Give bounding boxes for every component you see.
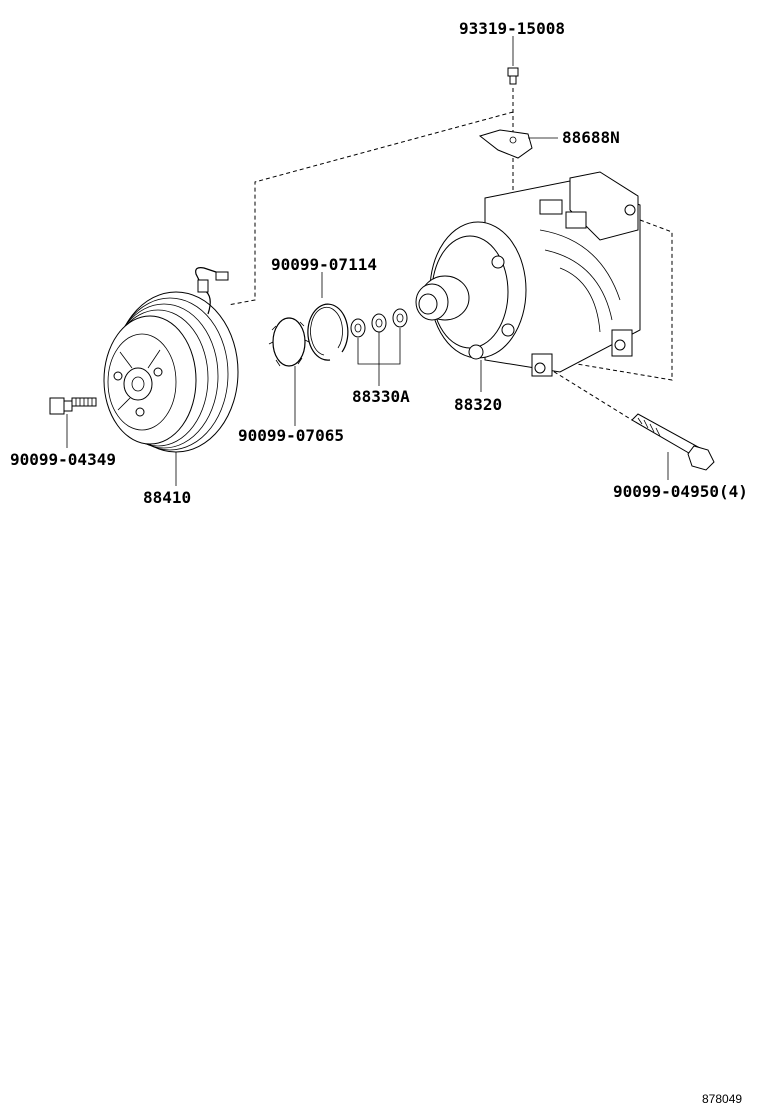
snap-ring-outer-icon — [307, 303, 349, 361]
label-compressor: 88320 — [454, 395, 502, 414]
diagram-code: 878049 — [702, 1092, 742, 1106]
snap-ring-inner-icon — [268, 317, 310, 367]
label-clutch: 88410 — [143, 488, 191, 507]
shims-icon — [350, 308, 408, 338]
compressor-icon — [415, 171, 641, 377]
label-bolt-long: 90099-04950(4) — [613, 482, 748, 501]
label-shims: 88330A — [352, 387, 410, 406]
bolt-long-icon — [631, 413, 715, 471]
label-bracket: 88688N — [562, 128, 620, 147]
bolt-left-icon — [49, 397, 97, 415]
magnetic-clutch-icon — [103, 267, 239, 453]
bracket-icon — [478, 129, 533, 159]
label-bolt-top: 93319-15008 — [459, 19, 565, 38]
bolt-top-icon — [507, 67, 519, 85]
part-labels: 93319-15008 88688N 90099-07114 88330A 88… — [10, 19, 748, 1106]
label-ring-inner: 90099-07065 — [238, 426, 344, 445]
label-bolt-left: 90099-04349 — [10, 450, 116, 469]
label-ring-outer: 90099-07114 — [271, 255, 377, 274]
leader-lines — [66, 36, 669, 486]
